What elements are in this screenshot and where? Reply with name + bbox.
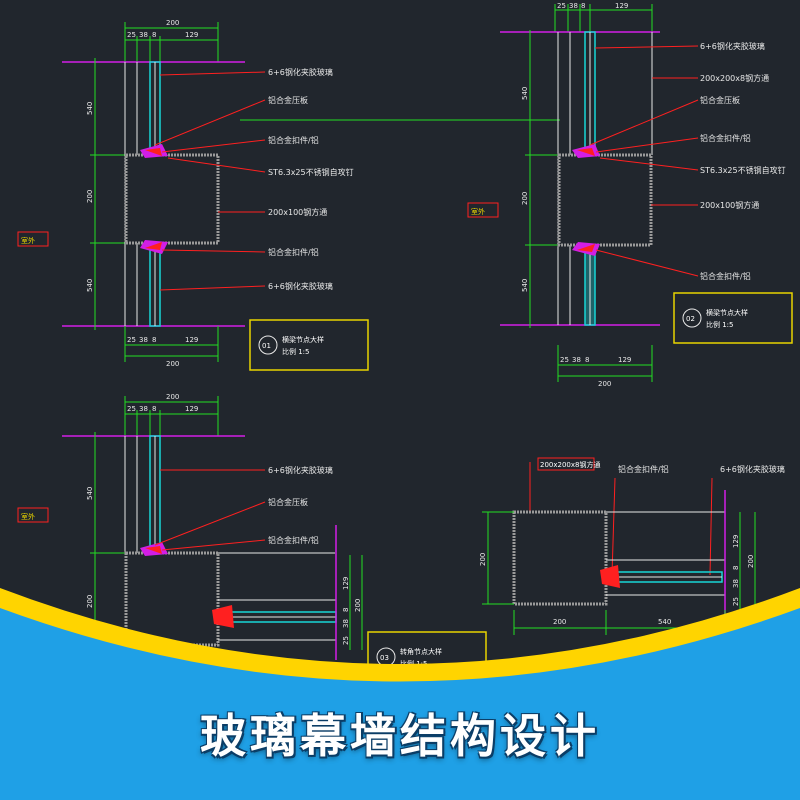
p1-dim-top-total: 200 — [166, 19, 179, 27]
p3-dim-top-d: 129 — [185, 405, 198, 413]
p4-label-steel-square: 200x200x8钢方通 — [540, 460, 600, 469]
p2-dim-bottom-c: 8 — [585, 356, 589, 364]
p3-detail-num: 03 — [380, 654, 389, 662]
p3-dim-top-c: 8 — [152, 405, 156, 413]
p1-dim-bottom-total: 200 — [166, 360, 179, 368]
p1-dim-side-c: 540 — [86, 279, 94, 292]
p1-detail-box — [249, 319, 369, 371]
p1-dim-top-c: 8 — [152, 31, 156, 39]
p4-dim-side: 200 — [479, 553, 487, 566]
p4-dim-right-b: 200 — [747, 555, 755, 568]
p4-dim-right-d: 38 — [732, 579, 740, 588]
p2-label-steel-tube: 200x100钢方通 — [700, 200, 759, 210]
p1-detail-title: 横梁节点大样 — [282, 335, 324, 344]
p1-label-screw: ST6.3x25不锈钢自攻钉 — [268, 167, 354, 177]
p3-dim-right-e: 25 — [342, 636, 350, 645]
p1-label-pressure-plate: 铝合金压板 — [268, 95, 308, 105]
banner-blue-panel — [0, 608, 800, 800]
p3-dim-right-d: 38 — [342, 619, 350, 628]
p1-dim-bottom-a: 25 — [127, 336, 136, 344]
p1-dim-side-a: 540 — [86, 102, 94, 115]
p2-dim-top-c: 8 — [581, 2, 585, 10]
p1-dim-side-b: 200 — [86, 190, 94, 203]
p2-dim-top-b: 38 — [569, 2, 578, 10]
p2-dim-top-a: 25 — [557, 2, 566, 10]
p3-dim-side-a: 540 — [86, 487, 94, 500]
p2-label-clip-bottom: 铝合金扣件/铝 — [700, 271, 751, 281]
p2-dim-side-c: 540 — [521, 279, 529, 292]
panel-2: 25 38 8 129 540 200 540 — [240, 2, 793, 388]
p2-detail-title: 横梁节点大样 — [706, 308, 748, 317]
p4-dim-right-e: 25 — [732, 597, 740, 606]
p1-label-clip-top: 铝合金扣件/铝 — [268, 135, 319, 145]
panel-3: 200 25 38 8 129 540 200 — [17, 393, 487, 683]
p4-dim-bottom-b: 540 — [658, 618, 671, 626]
p3-dim-right-b: 200 — [354, 599, 362, 612]
p2-label-clip: 铝合金扣件/铝 — [700, 133, 751, 143]
p3-dim-top-total: 200 — [166, 393, 179, 401]
p3-detail-scale: 比例 1:5 — [400, 659, 428, 668]
p2-detail-scale: 比例 1:5 — [706, 320, 734, 329]
p3-dim-side-b: 200 — [86, 595, 94, 608]
p2-dim-bottom-a: 25 — [560, 356, 569, 364]
p1-dim-bottom-c: 8 — [152, 336, 156, 344]
p1-dim-bottom-d: 129 — [185, 336, 198, 344]
p2-dim-side-a: 540 — [521, 87, 529, 100]
panel-1: 200 25 38 8 129 540 200 540 — [17, 19, 369, 371]
p1-dim-top-d: 129 — [185, 31, 198, 39]
p1-label-glass-top: 6+6钢化夹胶玻璃 — [268, 67, 333, 77]
p2-dim-top-d: 129 — [615, 2, 628, 10]
p2-label-screw: ST6.3x25不锈钢自攻钉 — [700, 165, 786, 175]
p2-dim-bottom-total: 200 — [598, 380, 611, 388]
banner-title: 玻璃幕墙结构设计 — [200, 709, 600, 763]
p3-dim-right-c: 8 — [342, 608, 350, 612]
p1-label-glass-bottom: 6+6钢化夹胶玻璃 — [268, 281, 333, 291]
p2-dim-bottom-b: 38 — [572, 356, 581, 364]
p3-dim-right-a: 129 — [342, 577, 350, 590]
p3-label-glass: 6+6钢化夹胶玻璃 — [268, 465, 333, 475]
p3-dim-top-b: 38 — [139, 405, 148, 413]
p4-label-clip: 铝合金扣件/铝 — [618, 464, 669, 474]
bottom-banner — [0, 588, 800, 800]
p3-label-clip: 铝合金扣件/铝 — [268, 535, 319, 545]
p1-detail-num: 01 — [262, 342, 271, 350]
p2-detail-box — [673, 292, 793, 344]
p1-dim-bottom-b: 38 — [139, 336, 148, 344]
p2-detail-num: 02 — [686, 315, 695, 323]
p4-dim-right-a: 129 — [732, 535, 740, 548]
p1-detail-scale: 比例 1:5 — [282, 347, 310, 356]
p2-dim-side-b: 200 — [521, 192, 529, 205]
p3-label-pressure-plate: 铝合金压板 — [268, 497, 308, 507]
p2-label-pressure-plate: 铝合金压板 — [700, 95, 740, 105]
p1-label-clip-bottom: 铝合金扣件/铝 — [268, 247, 319, 257]
p3-dim-top-a: 25 — [127, 405, 136, 413]
p2-side-tag: 室外 — [471, 207, 485, 216]
p1-side-tag: 室外 — [21, 236, 35, 245]
p1-label-steel-tube: 200x100钢方通 — [268, 207, 327, 217]
p4-dim-right-c: 8 — [732, 566, 740, 570]
p4-dim-bottom-a: 200 — [553, 618, 566, 626]
p1-dim-top-a: 25 — [127, 31, 136, 39]
p4-label-glass: 6+6钢化夹胶玻璃 — [720, 464, 785, 474]
p2-label-steel-square: 200x200x8钢方通 — [700, 73, 769, 83]
p2-dim-bottom-d: 129 — [618, 356, 631, 364]
p1-dim-top-b: 38 — [139, 31, 148, 39]
p3-side-tag: 室外 — [21, 512, 35, 521]
p2-label-glass: 6+6钢化夹胶玻璃 — [700, 41, 765, 51]
p3-detail-title: 转角节点大样 — [400, 647, 442, 656]
